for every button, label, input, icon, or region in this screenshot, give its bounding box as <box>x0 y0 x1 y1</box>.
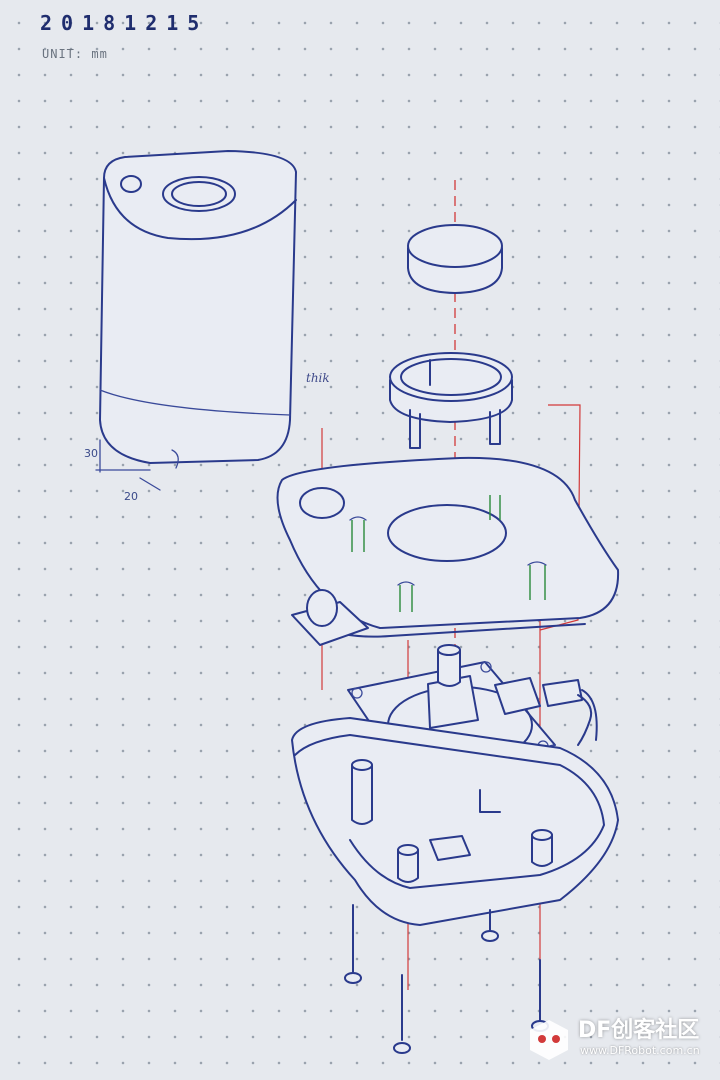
connector <box>494 677 541 715</box>
watermark-url: www.DFRobot.com.cn <box>580 1044 700 1057</box>
boss-left <box>351 764 373 825</box>
dfrobot-watermark: DF创客社区 www.DFRobot.com.cn <box>524 1010 714 1072</box>
button-ring <box>162 176 236 212</box>
plate-hole-small <box>299 487 345 519</box>
screw-middle <box>393 974 411 1054</box>
screw-right-short <box>481 909 499 942</box>
ring-holder <box>389 352 513 449</box>
dfrobot-logo-icon <box>530 1020 568 1060</box>
dim-height-label: 30 <box>84 447 98 460</box>
screw-left <box>344 904 362 984</box>
button-cap <box>407 224 503 294</box>
dimension-marks: 30 20 <box>84 439 161 503</box>
plate-hole-large <box>387 504 507 562</box>
watermark-title: DF创客社区 <box>578 1018 700 1043</box>
side-note: thik <box>306 371 330 385</box>
led-hole <box>120 175 142 193</box>
base-housing <box>291 717 619 926</box>
encoder-shaft <box>437 649 461 687</box>
assembled-device <box>99 150 297 469</box>
unit-label: UNIT: mm <box>42 47 108 61</box>
buzzer-module <box>291 589 369 646</box>
sketch-date: 20181215 <box>40 11 208 35</box>
dim-depth-label: 20 <box>124 490 138 503</box>
top-plate <box>276 456 620 638</box>
